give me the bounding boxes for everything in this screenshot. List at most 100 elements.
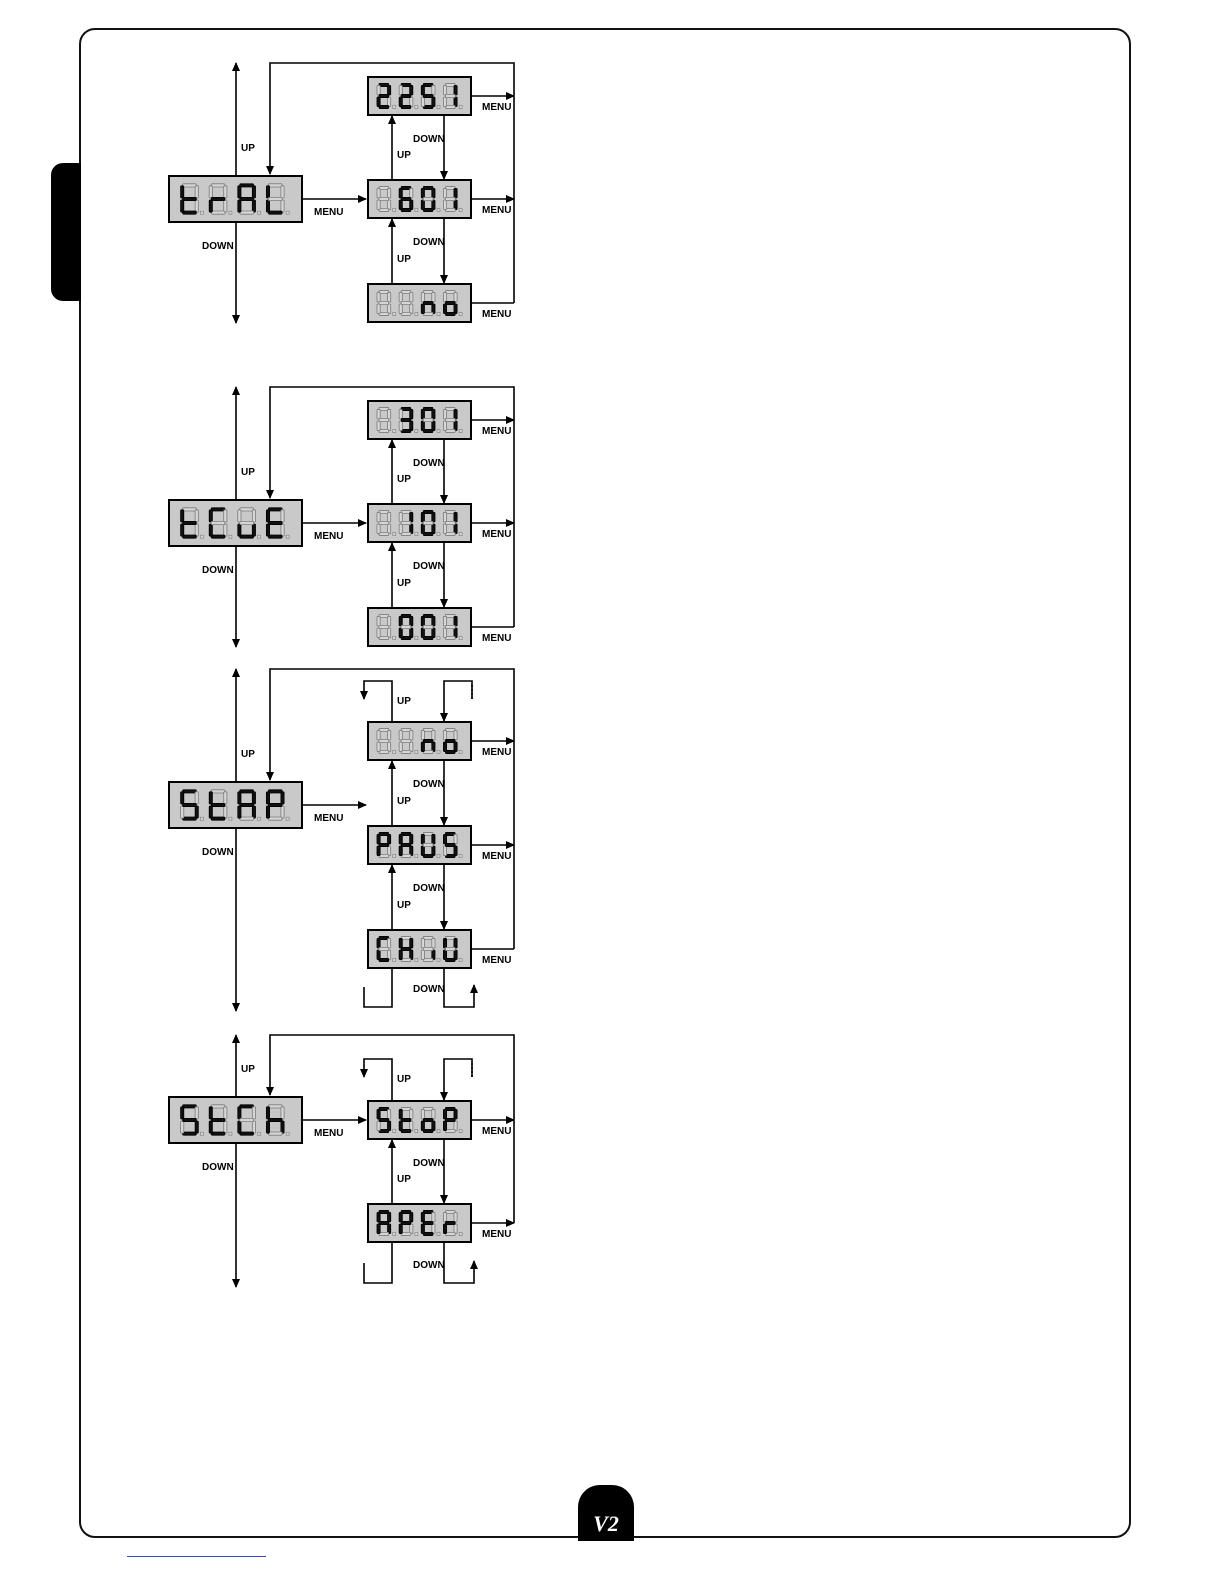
decimal-point bbox=[415, 751, 418, 754]
option-menu-label: MENU bbox=[482, 747, 511, 758]
segment-e bbox=[209, 200, 212, 212]
segment-b bbox=[432, 938, 435, 948]
segment-e bbox=[399, 628, 402, 638]
segment-e bbox=[399, 421, 402, 431]
segment-e bbox=[399, 524, 402, 534]
segment-b bbox=[410, 188, 413, 198]
segment-g bbox=[445, 1221, 455, 1224]
segment-b bbox=[388, 730, 391, 740]
segment-a bbox=[240, 184, 254, 187]
decimal-point bbox=[393, 1130, 396, 1133]
segment-f bbox=[421, 938, 424, 948]
segment-c bbox=[252, 806, 255, 818]
segment-g bbox=[445, 947, 455, 950]
segment-b bbox=[454, 512, 457, 522]
segment-a bbox=[240, 1105, 254, 1108]
segment-d bbox=[268, 817, 282, 820]
segment-e bbox=[421, 846, 424, 856]
decimal-point bbox=[229, 535, 232, 538]
wrap-up-label: UP bbox=[397, 1074, 411, 1085]
segment-f bbox=[266, 510, 269, 522]
segment-e bbox=[443, 846, 446, 856]
segment-f bbox=[421, 188, 424, 198]
segment-g bbox=[379, 947, 389, 950]
option-display bbox=[368, 401, 471, 439]
segment-e bbox=[421, 628, 424, 638]
decimal-point bbox=[286, 817, 289, 820]
segment-e bbox=[377, 97, 380, 107]
segment-g bbox=[401, 1118, 411, 1121]
menu-label: MENU bbox=[314, 1128, 343, 1139]
segment-e bbox=[377, 742, 380, 752]
segment-c bbox=[281, 200, 284, 212]
segment-c bbox=[224, 1121, 227, 1133]
segment-c bbox=[252, 524, 255, 536]
segment-a bbox=[268, 184, 282, 187]
wrap-down-label: DOWN bbox=[413, 1260, 445, 1271]
segment-b bbox=[388, 188, 391, 198]
segment-f bbox=[238, 1107, 241, 1119]
decimal-point bbox=[459, 751, 462, 754]
menu-label: MENU bbox=[314, 531, 343, 542]
option-menu-label: MENU bbox=[482, 633, 511, 644]
option-menu-label: MENU bbox=[482, 1126, 511, 1137]
segment-f bbox=[443, 1109, 446, 1119]
segment-b bbox=[454, 85, 457, 95]
segment-g bbox=[211, 197, 225, 200]
segment-e bbox=[377, 421, 380, 431]
segment-a bbox=[268, 1105, 282, 1108]
option-menu-label: MENU bbox=[482, 529, 511, 540]
decimal-point bbox=[437, 533, 440, 536]
segment-d bbox=[211, 535, 225, 538]
segment-g bbox=[445, 301, 455, 304]
segment-b bbox=[454, 834, 457, 844]
decimal-point bbox=[459, 106, 462, 109]
segment-e bbox=[377, 200, 380, 210]
segment-b bbox=[454, 1212, 457, 1222]
segment-g bbox=[445, 625, 455, 628]
segment-g bbox=[379, 197, 389, 200]
segment-f bbox=[377, 409, 380, 419]
segment-f bbox=[443, 1212, 446, 1222]
segment-b bbox=[388, 616, 391, 626]
segment-f bbox=[421, 409, 424, 419]
decimal-point bbox=[393, 637, 396, 640]
segment-f bbox=[399, 938, 402, 948]
segment-g bbox=[379, 94, 389, 97]
segment-b bbox=[195, 186, 198, 198]
option-display bbox=[368, 930, 471, 968]
option-down-label: DOWN bbox=[413, 779, 445, 790]
segment-g bbox=[401, 418, 411, 421]
segment-e bbox=[443, 524, 446, 534]
segment-f bbox=[377, 616, 380, 626]
segment-g bbox=[401, 197, 411, 200]
segment-f bbox=[421, 512, 424, 522]
segment-d bbox=[240, 817, 254, 820]
option-display bbox=[368, 722, 471, 760]
segment-a bbox=[268, 790, 282, 793]
decimal-point bbox=[393, 106, 396, 109]
option-display bbox=[368, 284, 471, 322]
wrap-down-arrow bbox=[444, 968, 474, 1007]
segment-c bbox=[252, 1121, 255, 1133]
decimal-point bbox=[393, 430, 396, 433]
segment-b bbox=[454, 409, 457, 419]
segment-b bbox=[410, 292, 413, 302]
segment-e bbox=[399, 97, 402, 107]
up-label: UP bbox=[241, 143, 255, 154]
segment-b bbox=[432, 616, 435, 626]
segment-g bbox=[423, 301, 433, 304]
decimal-point bbox=[437, 430, 440, 433]
segment-c bbox=[281, 1121, 284, 1133]
segment-f bbox=[443, 85, 446, 95]
segment-a bbox=[183, 184, 197, 187]
segment-f bbox=[377, 834, 380, 844]
segment-e bbox=[399, 304, 402, 314]
segment-e bbox=[421, 1121, 424, 1131]
segment-e bbox=[399, 846, 402, 856]
segment-c bbox=[195, 524, 198, 536]
segment-e bbox=[238, 1121, 241, 1133]
segment-f bbox=[181, 1107, 184, 1119]
segment-f bbox=[266, 792, 269, 804]
decimal-point bbox=[229, 1132, 232, 1135]
